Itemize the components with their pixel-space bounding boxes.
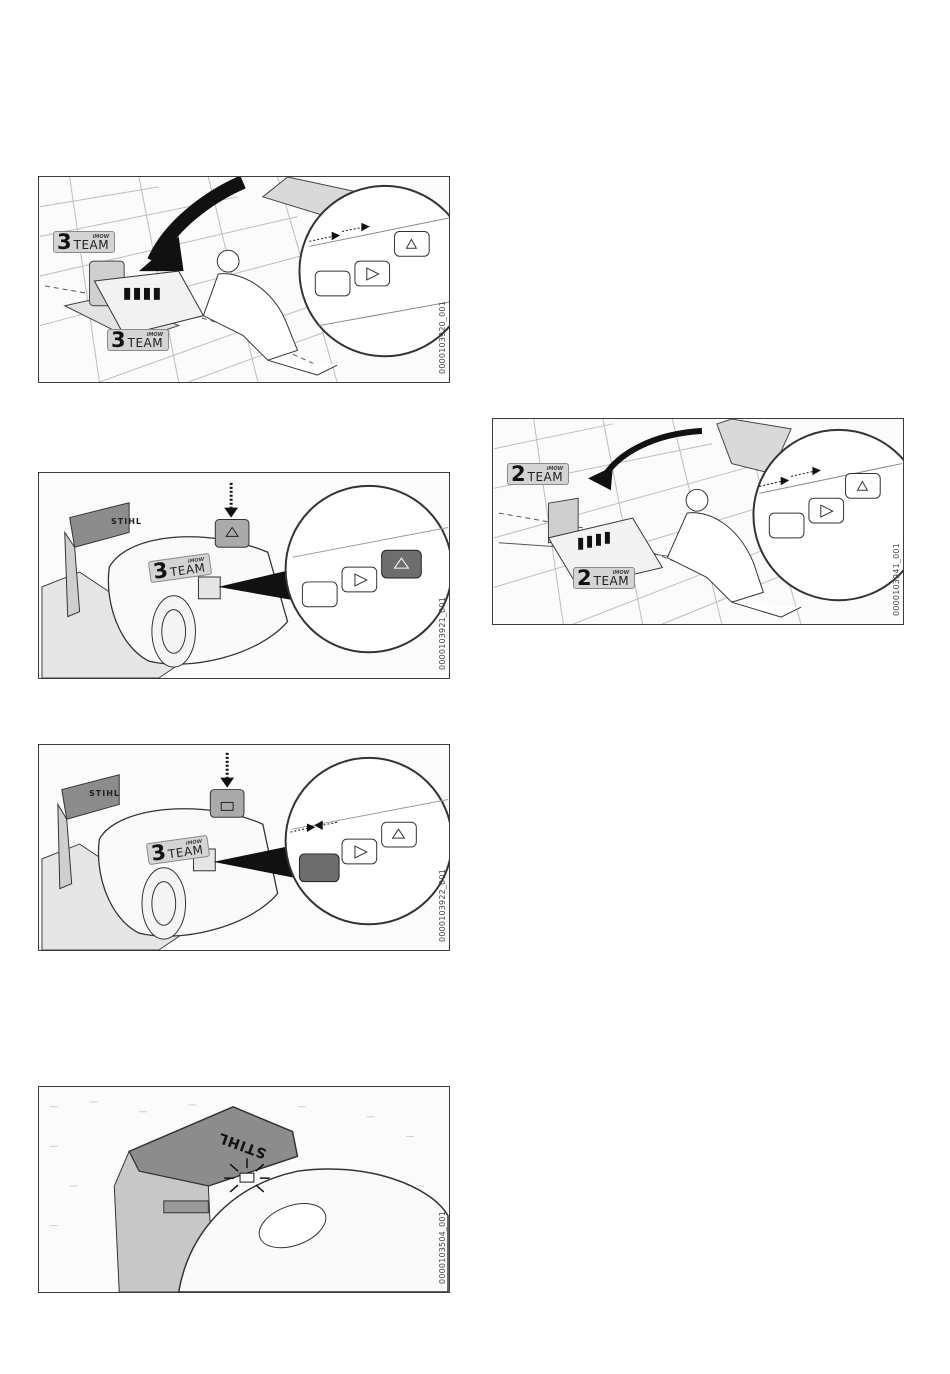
home-button-icon — [382, 550, 422, 578]
unlock-button-icon — [299, 854, 339, 882]
stihl-logo: STIHL — [111, 517, 142, 526]
unlock-button-icon — [210, 790, 244, 818]
figure-code: 0000103922_001 — [438, 869, 447, 942]
control-panel-zoom — [286, 758, 449, 924]
unlock-button-icon — [302, 582, 337, 607]
stihl-logo: STIHL — [89, 789, 120, 798]
home-button-icon — [846, 473, 881, 498]
figure-4-illustration — [39, 1087, 449, 1292]
move-arrow-icon — [588, 467, 613, 491]
press-arrow-icon — [220, 753, 234, 788]
press-arrow-icon — [224, 483, 238, 518]
figure-1-illustration — [39, 177, 449, 382]
figure-code: 0000103941_001 — [892, 543, 901, 616]
figure-3-illustration — [39, 745, 449, 950]
start-button-icon — [342, 839, 377, 864]
figure-5-illustration — [493, 419, 903, 624]
robotic-mower — [179, 1169, 448, 1292]
figure-station-led: STIHL 0000103504_001 — [38, 1086, 450, 1293]
start-button-icon — [342, 567, 377, 592]
figure-code: 0000103921_001 — [438, 597, 447, 670]
control-panel-zoom — [286, 486, 449, 652]
home-button-icon — [395, 231, 430, 256]
start-button-icon — [355, 261, 390, 286]
robotic-mower — [98, 809, 277, 939]
home-button-icon — [382, 822, 417, 847]
figure-code: 0000103920_001 — [438, 301, 447, 374]
figure-code: 0000103504_001 — [438, 1211, 447, 1284]
unlock-button-icon — [769, 513, 804, 538]
figure-2-illustration — [39, 473, 449, 678]
start-button-icon — [809, 498, 844, 523]
unlock-button-icon — [315, 271, 350, 296]
home-button-icon — [215, 520, 249, 548]
